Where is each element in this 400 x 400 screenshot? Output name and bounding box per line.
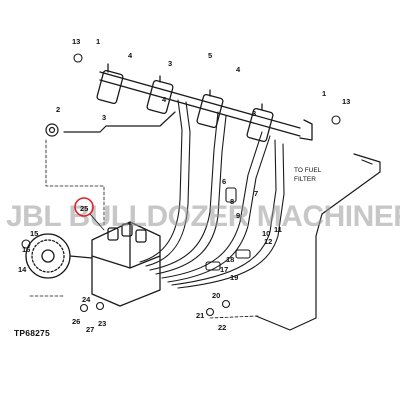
part-label: 22	[218, 323, 226, 332]
part-label: 27	[86, 325, 94, 334]
part-label: 1	[322, 89, 326, 98]
part-label: 4	[162, 95, 167, 104]
part-label: 23	[98, 319, 106, 328]
note-line-2: FILTER	[294, 176, 316, 183]
part-label: 3	[168, 59, 172, 68]
pump-drive-gear	[25, 233, 93, 279]
part-label: 21	[196, 311, 204, 320]
part-label: 24	[82, 295, 91, 304]
part-label: 13	[342, 97, 350, 106]
part-label: 19	[230, 273, 238, 282]
part-label: 13	[72, 37, 80, 46]
part-labels: 13 1 4 3 5 4 1 13 2 3 4 3 6 8 9 7 10 11 …	[18, 37, 350, 334]
part-label: 7	[254, 189, 258, 198]
part-label: 20	[212, 291, 220, 300]
part-label: 5	[208, 51, 212, 60]
part-label: 4	[128, 51, 133, 60]
part-label: 9	[236, 211, 240, 220]
part-label: 17	[220, 265, 228, 274]
part-label: 26	[72, 317, 80, 326]
part-label: 4	[236, 65, 241, 74]
part-label: 6	[222, 177, 226, 186]
watermark: JBL BULLDOZER MACHINERYPARTS	[6, 200, 400, 233]
leak-off-line	[45, 111, 176, 137]
part-label: 11	[274, 225, 282, 234]
part-label: 2	[56, 105, 60, 114]
callout-25-leader	[89, 213, 105, 231]
part-label: 16	[22, 245, 30, 254]
part-label: 15	[30, 229, 38, 238]
part-label: 3	[252, 109, 256, 118]
reference-code: TP68275	[14, 328, 50, 338]
part-label: 18	[226, 255, 234, 264]
line-clamps	[205, 187, 251, 271]
leader-lines	[29, 139, 259, 319]
highlight-circle	[74, 197, 94, 217]
part-label: 12	[264, 237, 272, 246]
part-label: 10	[262, 229, 270, 238]
fuel-supply-line	[255, 153, 381, 331]
fittings	[21, 53, 341, 317]
part-label: 8	[230, 197, 234, 206]
part-label: 3	[102, 113, 106, 122]
part-label: 1	[96, 37, 100, 46]
note-line-1: TO FUEL	[294, 167, 322, 174]
high-pressure-lines	[139, 99, 285, 289]
part-label-highlighted: 25	[80, 204, 88, 213]
injection-pump	[91, 221, 161, 307]
injector-bank	[96, 63, 313, 143]
part-label: 14	[18, 265, 27, 274]
